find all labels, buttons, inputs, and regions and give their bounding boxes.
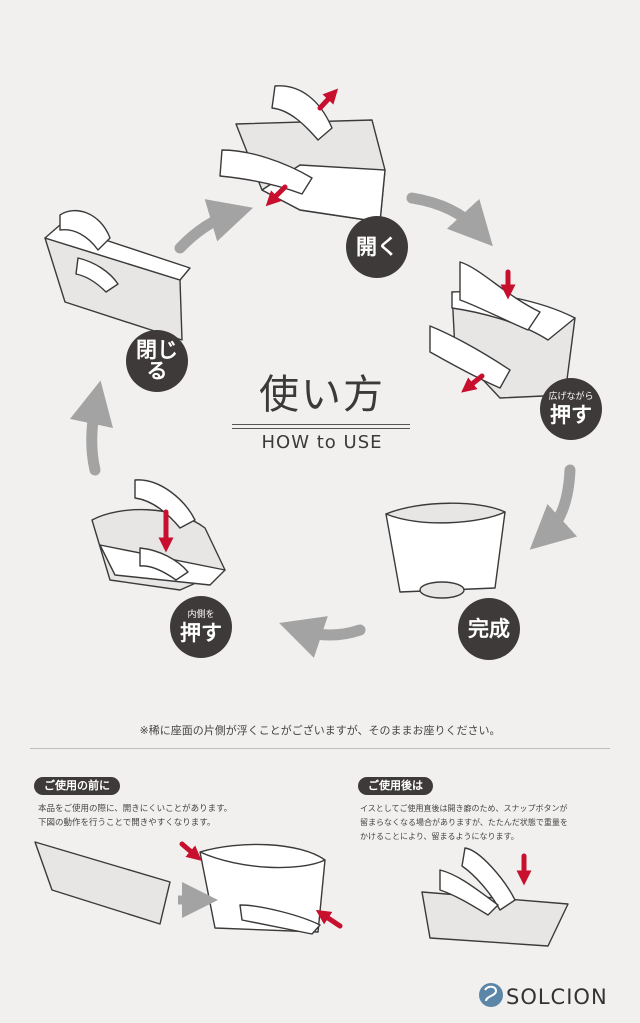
step-close-label: 閉じる <box>136 338 178 383</box>
page-title: 使い方 <box>259 372 385 418</box>
brand-name: SOLCION <box>506 985 608 1009</box>
step-push-inside-small: 内側を <box>187 610 215 621</box>
arrow-pushinside-to-close <box>69 380 114 476</box>
after-use-line3: かけることにより、留まるようになります。 <box>360 832 519 841</box>
step-open-label: 開く <box>356 234 398 259</box>
illustration-close <box>44 210 191 341</box>
illustration-push-spread <box>429 261 576 399</box>
cycle-arrows <box>69 192 578 658</box>
step-push-spread-label: 押す <box>550 402 592 427</box>
before-use-title: ご使用の前に <box>34 777 120 795</box>
illustration-push-inside <box>91 479 226 591</box>
step-done-badge: 完成 <box>458 598 520 660</box>
red-press-arrows <box>158 88 532 929</box>
usage-note: ※稀に座面の片側が浮くことがございますが、そのままお座りください。 <box>139 724 501 737</box>
step-close-badge: 閉じる <box>126 330 188 392</box>
step-done-label: 完成 <box>468 616 510 641</box>
page-subtitle: HOW to USE <box>261 432 383 453</box>
step-push-inside-label: 押す <box>180 620 222 645</box>
arrow-push-to-done <box>529 464 578 550</box>
title-rule <box>232 424 410 429</box>
arrow-open-to-push <box>406 192 493 247</box>
illustration-done <box>385 502 506 599</box>
arrow-close-to-open <box>174 199 254 254</box>
step-push-spread-small: 広げながら <box>548 392 594 403</box>
illustration-open <box>219 85 386 223</box>
step-push-inside-badge: 内側を 押す <box>170 596 232 658</box>
section-divider <box>30 748 610 749</box>
before-use-description: 本品をご使用の際に、開きにくいことがあります。 下図の動作を行うことで開きやすく… <box>38 802 298 830</box>
before-use-line1: 本品をご使用の際に、開きにくいことがあります。 <box>38 804 233 814</box>
illustration-after-use <box>421 847 569 947</box>
illustration-before-use <box>34 841 326 935</box>
arrow-done-to-pushinside <box>279 616 366 658</box>
after-use-line1: イスとしてご使用直後は開き癖のため、スナップボタンが <box>360 804 568 813</box>
before-use-line2: 下図の動作を行うことで開きやすくなります。 <box>38 818 216 828</box>
after-use-line2: 留まらなくなる場合がありますが、たたんだ状態で重量を <box>360 818 568 827</box>
after-use-title: ご使用後は <box>358 777 433 795</box>
step-open-badge: 開く <box>346 216 408 278</box>
step-push-spread-badge: 広げながら 押す <box>540 378 602 440</box>
after-use-description: イスとしてご使用直後は開き癖のため、スナップボタンが 留まらなくなる場合がありま… <box>360 802 610 844</box>
solcion-logo-mark <box>479 983 503 1007</box>
